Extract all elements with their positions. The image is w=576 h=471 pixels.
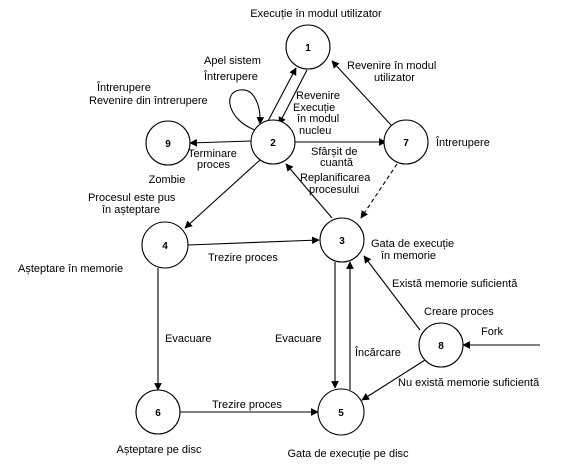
label-self-intrerupere: Întrerupere — [96, 81, 151, 94]
state-9-label: Zombie — [149, 174, 186, 186]
label-intrerupere-1to2: Întrerupere — [203, 70, 258, 83]
state-8: 8 — [418, 322, 464, 368]
edge-7-to-3 — [360, 163, 398, 219]
state-2-number: 2 — [270, 138, 276, 149]
state-5-label: Gata de execuție pe disc — [287, 448, 409, 460]
state-4-number: 4 — [162, 241, 168, 252]
state-7-number: 7 — [403, 138, 409, 149]
state-9-number: 9 — [165, 139, 171, 150]
label-nu-exista-memorie: Nu există memorie suficientă — [398, 377, 540, 389]
state-8-number: 8 — [438, 341, 444, 352]
state-4: 4 — [141, 221, 189, 269]
state-1-number: 1 — [305, 43, 311, 54]
state-1-label: Execuție în modul utilizator — [250, 8, 382, 20]
edge-4-to-3 — [187, 236, 320, 246]
label-apel-sistem: Apel sistem — [204, 55, 261, 67]
state-5: 5 — [317, 388, 365, 436]
label-sfarsit-1: Sfârșit de — [311, 146, 357, 158]
state-6: 6 — [135, 389, 181, 435]
edge-7-to-1 — [331, 60, 392, 126]
label-asteptare-1: Procesul este pus — [88, 192, 176, 204]
label-evacuare-right: Evacuare — [275, 333, 321, 345]
state-8-label: Creare proces — [424, 306, 494, 318]
state-5-number: 5 — [338, 408, 344, 419]
label-incarcare: Încărcare — [354, 346, 401, 359]
state-7-label: Întrerupere — [435, 136, 490, 149]
label-replanificarea-2: procesului — [309, 184, 359, 196]
label-revenire-3: în modul — [296, 113, 339, 125]
label-revenire-1: Revenire — [296, 90, 340, 102]
label-revenire-2: Execuție — [293, 102, 335, 114]
label-sfarsit-2: cuantă — [320, 157, 354, 169]
edge-8-to-3 — [363, 255, 421, 331]
edge-2-to-1 — [267, 67, 297, 122]
label-revenire-utilizator-2: utilizator — [374, 72, 415, 84]
edge-3-to-2 — [285, 163, 333, 219]
state-9: 9 — [145, 120, 191, 166]
edge-1-to-2 — [278, 69, 308, 125]
state-3: 3 — [319, 217, 365, 263]
label-asteptare-2: în așteptare — [101, 204, 160, 216]
edge-8-to-5 — [361, 359, 426, 401]
label-revenire-4: nucleu — [299, 125, 331, 137]
label-exista-memorie: Există memorie suficientă — [392, 278, 518, 290]
label-terminare-2: proces — [197, 159, 231, 171]
state-6-number: 6 — [155, 408, 161, 419]
state-4-label: Așteptare în memorie — [18, 263, 123, 275]
state-3-label-line2: în memorie — [380, 250, 436, 262]
state-6-label: Așteptare pe disc — [117, 444, 202, 456]
state-7: 7 — [383, 119, 429, 165]
state-2: 2 — [250, 119, 296, 165]
edge-2-self-loop — [229, 89, 265, 131]
edge-2-to-4 — [184, 159, 261, 229]
label-trezire-disc: Trezire proces — [212, 399, 282, 411]
label-replanificarea-1: Replanificarea — [300, 172, 371, 184]
state-3-number: 3 — [339, 236, 345, 247]
label-fork: Fork — [481, 326, 504, 338]
state-1: 1 — [285, 24, 331, 70]
label-self-revenire: Revenire din întrerupere — [89, 95, 208, 107]
edge-2-to-9 — [189, 138, 252, 147]
label-terminare-1: Terminare — [188, 148, 237, 160]
state-3-label-line1: Gata de execuție — [371, 238, 454, 250]
label-trezire-memorie: Trezire proces — [208, 252, 278, 264]
label-revenire-utilizator-1: Revenire în modul — [347, 60, 436, 72]
label-evacuare-left: Evacuare — [165, 333, 211, 345]
